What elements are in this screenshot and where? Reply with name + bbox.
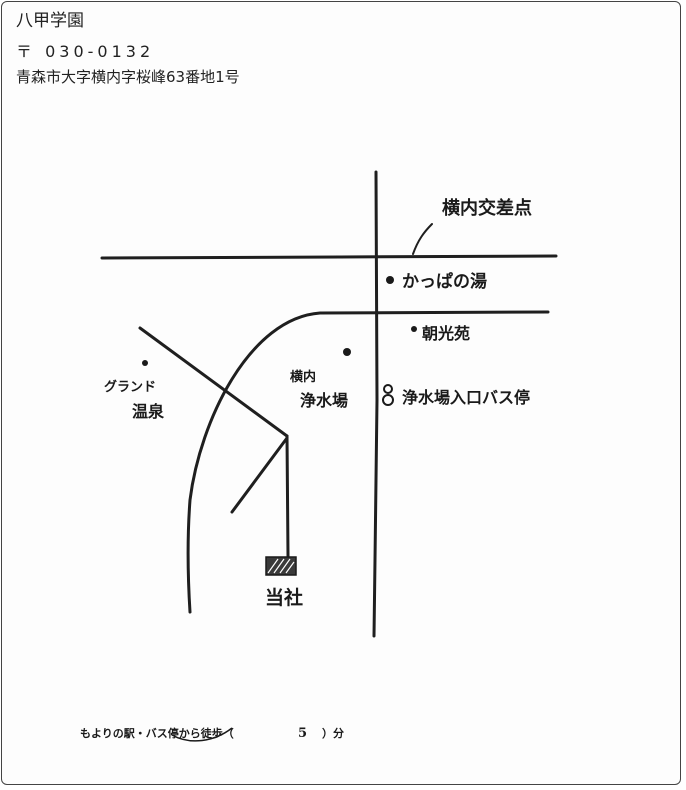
road-curve [186, 310, 550, 614]
road-diagonal [138, 326, 289, 438]
label-chouko-en: 朝光苑 [422, 324, 470, 343]
road-top-horizontal [100, 254, 558, 260]
footer-minutes: 5 [298, 726, 307, 741]
label-our-company: 当社 [265, 586, 303, 609]
company-building-icon [265, 556, 297, 576]
label-yokouchi: 横内 [290, 369, 316, 385]
label-onsen: 温泉 [131, 402, 165, 421]
kappa-dot [386, 276, 394, 284]
bus-stop-icon [382, 384, 394, 406]
footer-prefix: もよりの駅・バス停から徒歩（ [80, 726, 234, 740]
address: 青森市大字横内字桜峰63番地1号 [16, 68, 240, 86]
postal-code: 〒 030-0132 [16, 42, 155, 61]
label-grand: グランド [104, 379, 156, 395]
label-kappa-no-yu: かっぱの湯 [402, 271, 487, 292]
chouko-dot [411, 326, 417, 332]
johsuijo-dot [343, 348, 351, 356]
footer-suffix: ）分 [322, 726, 344, 740]
footer-scribble [171, 727, 233, 742]
road-main-vertical [372, 170, 379, 638]
organization-name: 八甲学園 [16, 11, 84, 31]
road-to-company [285, 434, 290, 558]
label-intersection: 横内交差点 [442, 197, 532, 219]
label-johsuijo: 浄水場 [300, 391, 348, 410]
road-branch [230, 436, 289, 514]
intersection-leader [412, 223, 433, 255]
grand-dot [142, 360, 148, 366]
label-bus-stop: 浄水場入口バス停 [402, 388, 530, 407]
